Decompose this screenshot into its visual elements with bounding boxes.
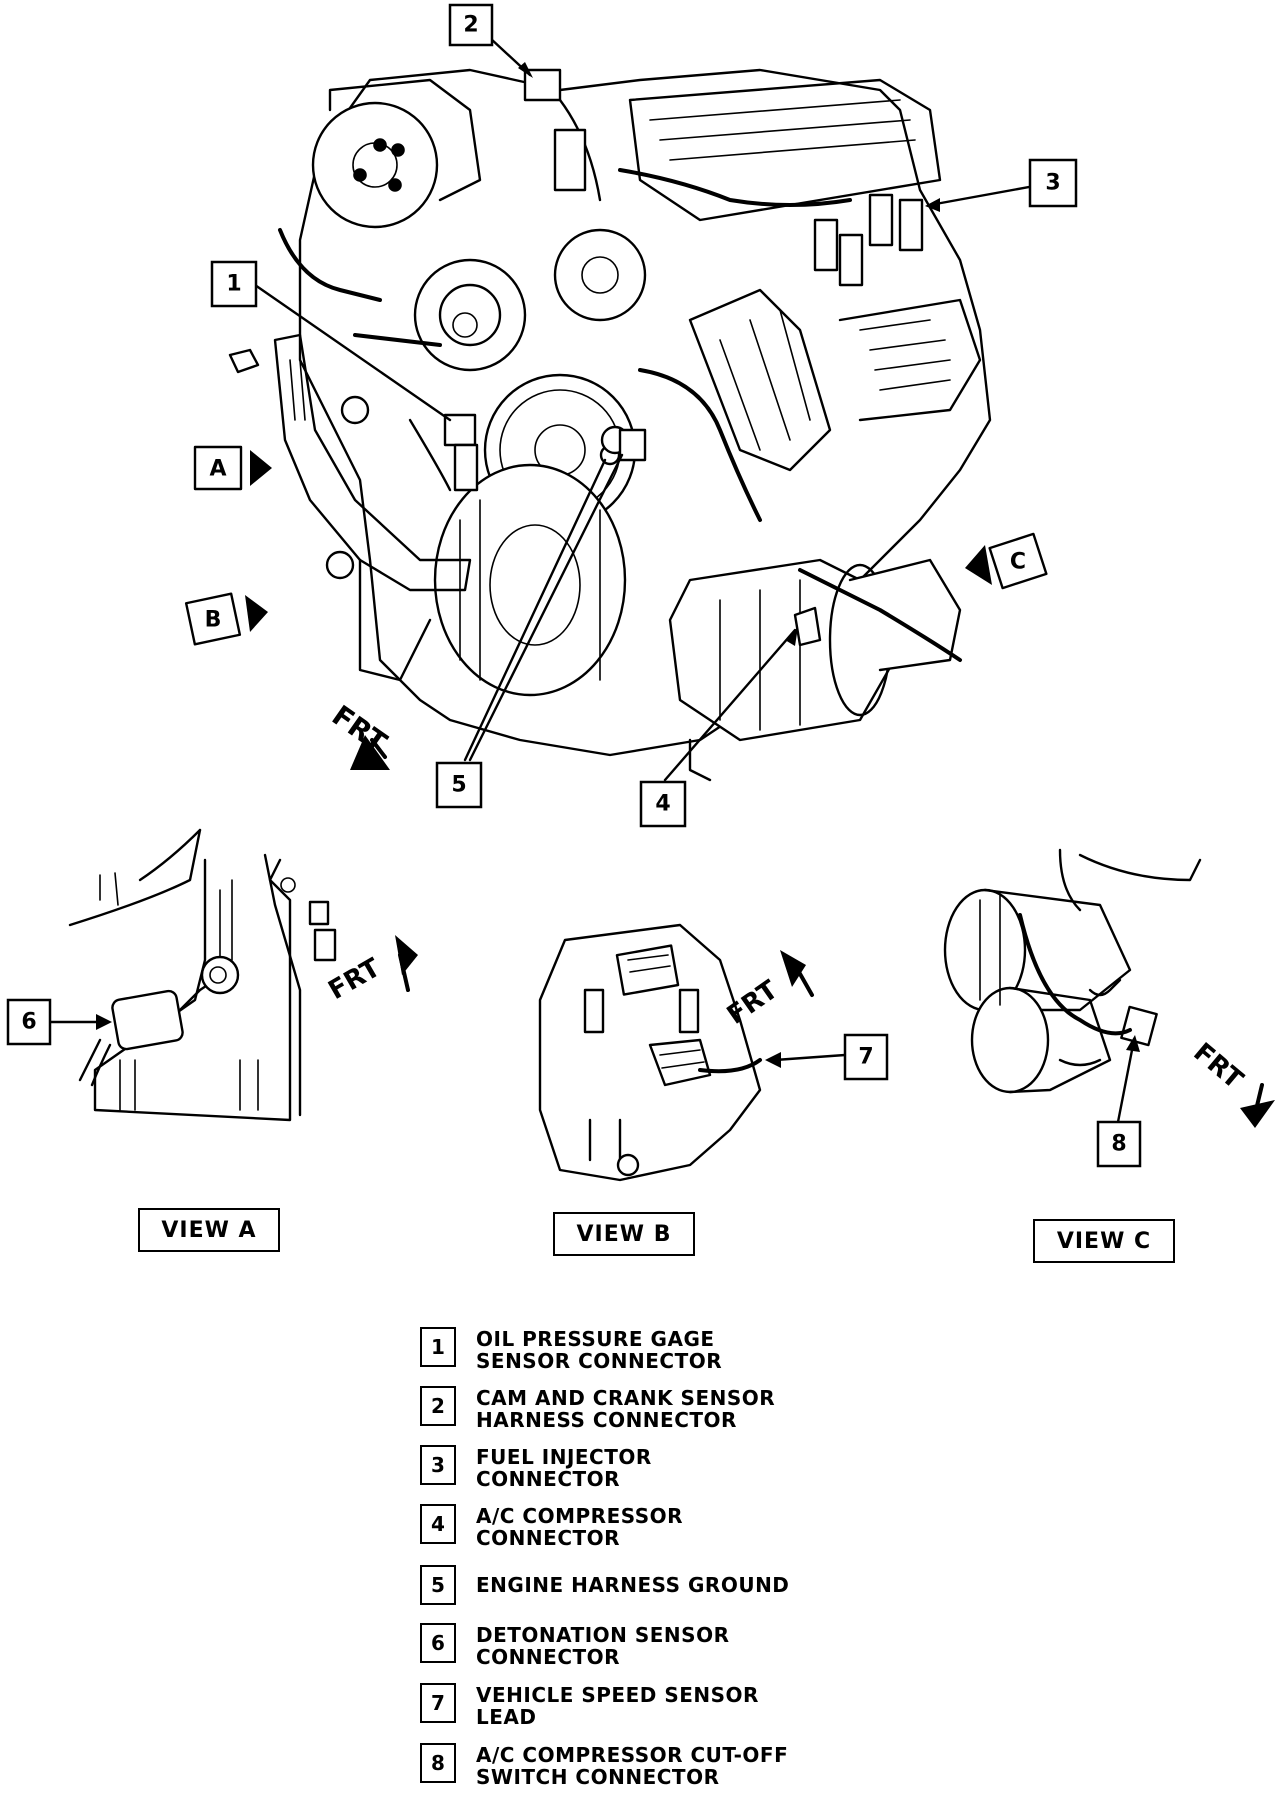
legend-number: 4	[420, 1504, 456, 1544]
view-b-label: VIEW B	[553, 1212, 695, 1256]
view-marker-b: B	[184, 592, 268, 646]
callout-7: 7	[843, 1033, 889, 1081]
front-arrow-main: FRT	[326, 699, 393, 770]
legend-number: 6	[420, 1623, 456, 1663]
view-a-illustration	[68, 828, 337, 1122]
legend-item: 6 DETONATION SENSOR CONNECTOR	[420, 1623, 729, 1679]
callout-2-number: 2	[463, 13, 478, 38]
legend-number: 3	[420, 1445, 456, 1485]
view-c-leader	[1116, 1035, 1140, 1124]
view-b-illustration	[538, 923, 762, 1182]
legend-label: DETONATION SENSOR CONNECTOR	[476, 1623, 730, 1669]
callout-6-number: 6	[21, 1010, 36, 1035]
view-b-leader	[765, 1052, 847, 1068]
legend-label: FUEL INJECTOR CONNECTOR	[476, 1445, 652, 1491]
view-c-illustration	[943, 848, 1202, 1094]
legend-item: 5 ENGINE HARNESS GROUND	[420, 1565, 789, 1621]
front-arrow-view-c-label: FRT	[1188, 1037, 1249, 1095]
callout-7-number: 7	[858, 1045, 873, 1070]
callout-5: 5	[435, 761, 483, 809]
legend-label: A/C COMPRESSOR CONNECTOR	[476, 1504, 684, 1550]
legend-number: 2	[420, 1386, 456, 1426]
legend-item: 3 FUEL INJECTOR CONNECTOR	[420, 1445, 652, 1501]
legend-label: ENGINE HARNESS GROUND	[476, 1573, 790, 1597]
legend-item: 4 A/C COMPRESSOR CONNECTOR	[420, 1504, 683, 1560]
legend-label: A/C COMPRESSOR CUT-OFF SWITCH CONNECTOR	[476, 1743, 789, 1789]
callout-3: 3	[1028, 158, 1078, 208]
callout-6: 6	[6, 998, 52, 1046]
callout-4: 4	[639, 780, 687, 828]
view-marker-c: C	[965, 532, 1048, 590]
legend-item: 7 VEHICLE SPEED SENSOR LEAD	[420, 1683, 759, 1739]
view-marker-a: A	[193, 445, 272, 491]
callout-8: 8	[1096, 1120, 1142, 1168]
legend-item: 8 A/C COMPRESSOR CUT-OFF SWITCH CONNECTO…	[420, 1743, 788, 1799]
legend-label: CAM AND CRANK SENSOR HARNESS CONNECTOR	[476, 1386, 776, 1432]
legend-number: 5	[420, 1565, 456, 1605]
legend-label: VEHICLE SPEED SENSOR LEAD	[476, 1683, 759, 1729]
legend-item: 2 CAM AND CRANK SENSOR HARNESS CONNECTOR	[420, 1386, 775, 1442]
view-a-label: VIEW A	[138, 1208, 280, 1252]
front-arrow-view-a: FRT	[324, 935, 418, 1006]
view-marker-b-label: B	[205, 608, 222, 633]
callout-3-number: 3	[1045, 171, 1060, 196]
callout-4-number: 4	[655, 792, 670, 817]
front-arrow-view-b: FRT	[722, 950, 814, 1031]
front-arrow-view-b-label: FRT	[722, 975, 784, 1031]
legend-item: 1 OIL PRESSURE GAGE SENSOR CONNECTOR	[420, 1327, 722, 1383]
legend-number: 7	[420, 1683, 456, 1723]
callout-1: 1	[210, 260, 258, 308]
main-leader-lines	[253, 36, 1042, 782]
callout-1-number: 1	[226, 272, 241, 297]
callout-5-number: 5	[451, 773, 466, 798]
view-c-label: VIEW C	[1033, 1219, 1175, 1263]
view-marker-a-label: A	[209, 457, 226, 482]
legend-number: 8	[420, 1743, 456, 1783]
engine-main-view	[228, 68, 992, 782]
view-a-leader	[48, 1014, 112, 1030]
legend-number: 1	[420, 1327, 456, 1367]
legend-label: OIL PRESSURE GAGE SENSOR CONNECTOR	[476, 1327, 723, 1373]
callout-8-number: 8	[1111, 1132, 1126, 1157]
view-marker-c-label: C	[1010, 550, 1026, 575]
callout-2: 2	[448, 3, 494, 47]
front-arrow-view-c: FRT	[1188, 1037, 1275, 1128]
